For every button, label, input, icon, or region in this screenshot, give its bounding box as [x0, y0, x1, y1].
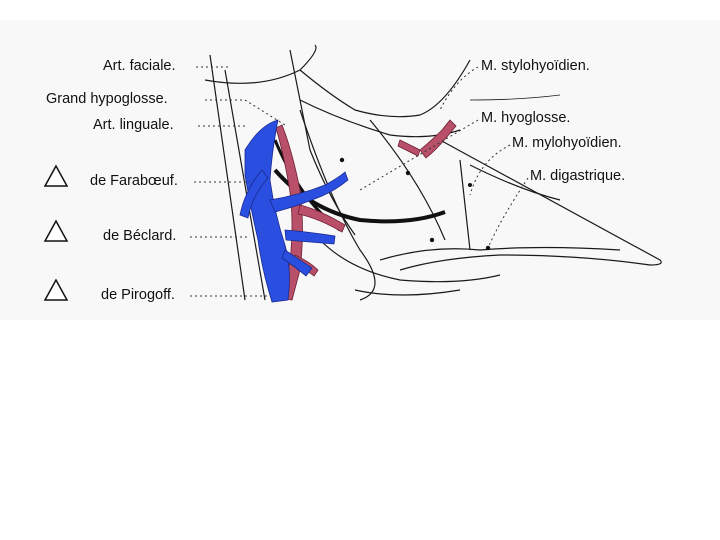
label-triangle-pirogoff: de Pirogoff. [101, 287, 175, 303]
label-triangle-beclard: de Béclard. [103, 228, 177, 244]
label-stylohyoidien: M. stylohyoïdien. [481, 58, 590, 74]
reference-dots [339, 157, 491, 251]
triangle-icon [43, 219, 69, 242]
veins [239, 119, 349, 303]
leader-lines [190, 66, 529, 297]
label-grand-hypoglosse: Grand hypoglosse. [46, 91, 168, 107]
muscle-outlines [204, 44, 662, 301]
paper-background [0, 20, 720, 320]
triangle-icon [43, 278, 69, 301]
label-triangle-farabeuf: de Farabœuf. [90, 173, 178, 189]
label-mylohyoidien: M. mylohyoïdien. [512, 135, 622, 151]
label-art-linguale: Art. linguale. [93, 117, 174, 133]
label-digastrique: M. digastrique. [530, 168, 626, 184]
triangle-icon [43, 164, 69, 187]
label-art-faciale: Art. faciale. [103, 58, 176, 74]
label-hyoglosse: M. hyoglosse. [481, 110, 571, 126]
